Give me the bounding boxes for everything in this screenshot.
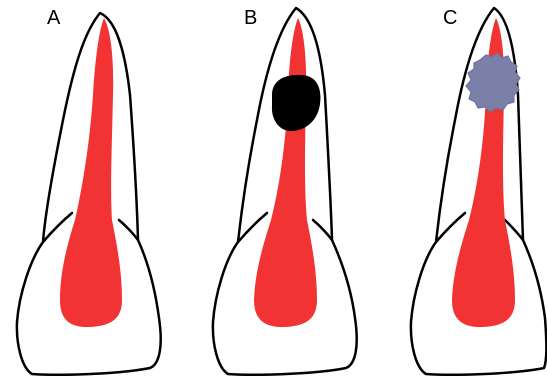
panel-a: A [17,7,161,375]
panel-label-b: B [244,7,257,29]
panel-b: B [213,7,357,375]
panel-label-c: C [443,7,457,29]
panel-label-a: A [47,7,61,29]
panel-c: C [411,7,547,375]
